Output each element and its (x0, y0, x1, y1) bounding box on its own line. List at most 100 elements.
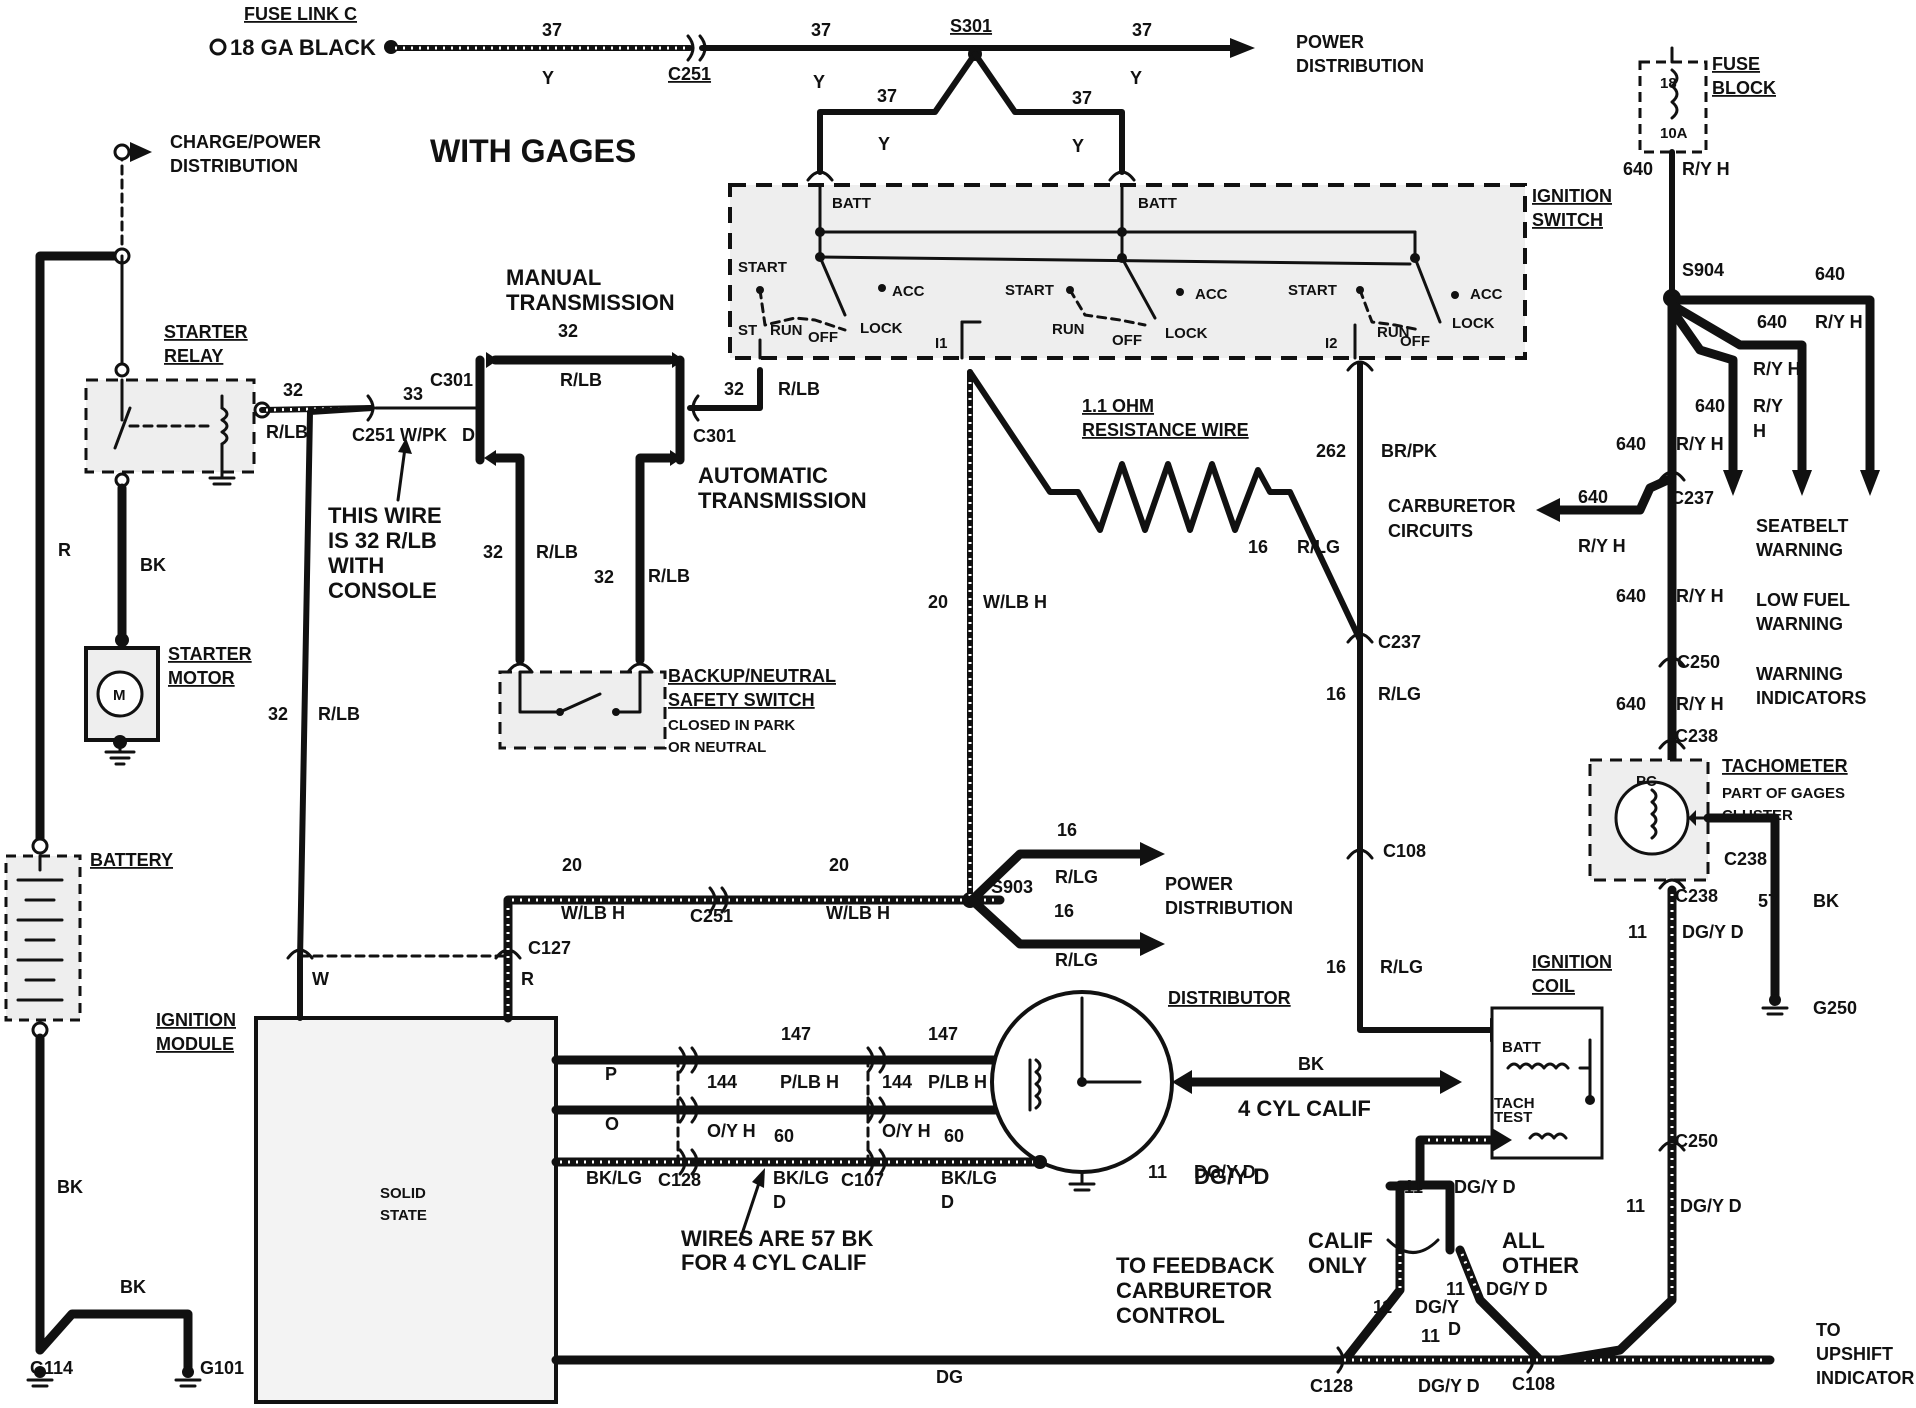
wire-label: C237 (1671, 488, 1714, 508)
motor-symbol: M (113, 687, 126, 704)
wire-label: R/LG (1055, 950, 1098, 970)
wire-label: W/LB H (826, 903, 890, 923)
wire-label: DG/Y D (1418, 1376, 1480, 1396)
console-note-4: CONSOLE (328, 578, 437, 603)
wire-label: BK (140, 555, 166, 575)
ignition-coil-1: IGNITION (1532, 952, 1612, 972)
fuse-block-2: BLOCK (1712, 78, 1776, 98)
wire-label: D (1448, 1319, 1461, 1339)
wire-label: R/Y H (1676, 586, 1724, 606)
wire-label: H (1753, 421, 1766, 441)
solid-state-2: STATE (380, 1207, 427, 1224)
wire-label: G250 (1813, 998, 1857, 1018)
wire-label: 60 (944, 1126, 964, 1146)
backup-switch-1: BACKUP/NEUTRAL (668, 666, 836, 686)
auto-trans-1: AUTOMATIC (698, 463, 828, 488)
wire-label: BK/LG (773, 1168, 829, 1188)
wire-label: 147 (781, 1024, 811, 1044)
switch-st: ST (738, 322, 757, 339)
cyl-calif: 4 CYL CALIF (1238, 1096, 1371, 1121)
wire-label: C238 (1675, 886, 1718, 906)
starter-relay-2: RELAY (164, 346, 223, 366)
wire-label: 640 (1757, 312, 1787, 332)
wire-label: R/Y H (1815, 312, 1863, 332)
wire-label: R/LG (1297, 537, 1340, 557)
ignition-module-box (254, 1016, 558, 1404)
wire-label: BK (1813, 891, 1839, 911)
wire-label: 11 (1404, 1177, 1423, 1197)
wire-label: 11 (1446, 1279, 1465, 1299)
wire-label: 640 (1616, 694, 1646, 714)
wire-label: DG/Y D (1194, 1162, 1256, 1182)
power-distribution-line-1: POWER (1296, 32, 1364, 52)
fuse-link-label: FUSE LINK C (244, 4, 357, 24)
switch-lock-3: LOCK (1452, 315, 1495, 332)
wire-label: 33 (403, 384, 423, 404)
wire-label: DG (936, 1367, 963, 1387)
wire-label: 16 (1057, 820, 1077, 840)
wire-label: R/LB (778, 379, 820, 399)
wire-label: 32 (594, 567, 614, 587)
wire-label: R (58, 540, 71, 560)
circuit-37-b: 37 (811, 20, 831, 40)
wire-label: C251 (690, 906, 733, 926)
switch-off-2: OFF (1112, 332, 1142, 349)
wire-label: D (941, 1192, 954, 1212)
wire-label: 640 (1695, 396, 1725, 416)
wire-label: G101 (200, 1358, 244, 1378)
wire-label: 32 (268, 704, 288, 724)
tach-pc: PC (1636, 773, 1657, 790)
color-y-d: Y (878, 134, 890, 154)
diagram-title: WITH GAGES (430, 133, 636, 169)
wire-label: 16 (1326, 684, 1346, 704)
starter-motor-1: STARTER (168, 644, 252, 664)
wire-label: W/PK (400, 425, 447, 445)
calif-only-2: ONLY (1308, 1253, 1367, 1278)
wire-label: R/Y H (1676, 694, 1724, 714)
wire-label: O (605, 1114, 619, 1134)
color-y-a: Y (542, 68, 554, 88)
switch-off-1: OFF (808, 329, 838, 346)
wire-label: 11 (1628, 922, 1647, 942)
wire-label: 11 (1148, 1162, 1167, 1182)
wire-label: C238 (1724, 849, 1767, 869)
wire-label: R/LB (266, 422, 308, 442)
seatbelt-1: SEATBELT (1756, 516, 1848, 536)
wire-label: 20 (928, 592, 948, 612)
circuit-37-e: 37 (1072, 88, 1092, 108)
power-distribution-line-2: DISTRIBUTION (1296, 56, 1424, 76)
wire-label: DG/Y D (1454, 1177, 1516, 1197)
wire-label: 16 (1326, 957, 1346, 977)
warning-ind-1: WARNING (1756, 664, 1843, 684)
switch-off-3: OFF (1400, 333, 1430, 350)
wire-label: R/LB (318, 704, 360, 724)
tachometer-label: TACHOMETER (1722, 756, 1848, 776)
fuse-link-terminal (209, 38, 227, 56)
wire-label: R/LG (1378, 684, 1421, 704)
wire-label: 640 (1616, 586, 1646, 606)
wire-label: R/Y H (1682, 159, 1730, 179)
backup-note-2: OR NEUTRAL (668, 739, 766, 756)
wire-label: R/LB (536, 542, 578, 562)
low-fuel-1: LOW FUEL (1756, 590, 1850, 610)
backup-note-1: CLOSED IN PARK (668, 717, 795, 734)
switch-start-1: START (738, 259, 787, 276)
coil-batt: BATT (1502, 1039, 1541, 1056)
wire-label: BK/LG (586, 1168, 642, 1188)
ignition-coil-2: COIL (1532, 976, 1575, 996)
tach-sub-1: PART OF GAGES (1722, 785, 1845, 802)
distributor (990, 990, 1462, 1192)
wire-label: 640 (1623, 159, 1653, 179)
wire-label: R/LG (1380, 957, 1423, 977)
manual-trans-2: TRANSMISSION (506, 290, 675, 315)
wire-label: BK/LG (941, 1168, 997, 1188)
wire-label: C107 (841, 1170, 884, 1190)
wire-label: 32 (283, 380, 303, 400)
wire-label: S904 (1682, 260, 1724, 280)
tach-sub-2: CLUSTER (1722, 807, 1793, 824)
starter-relay-1: STARTER (164, 322, 248, 342)
wire-label: C128 (1310, 1376, 1353, 1396)
wire-label: 57 (1758, 891, 1778, 911)
wire-label: W (312, 969, 329, 989)
